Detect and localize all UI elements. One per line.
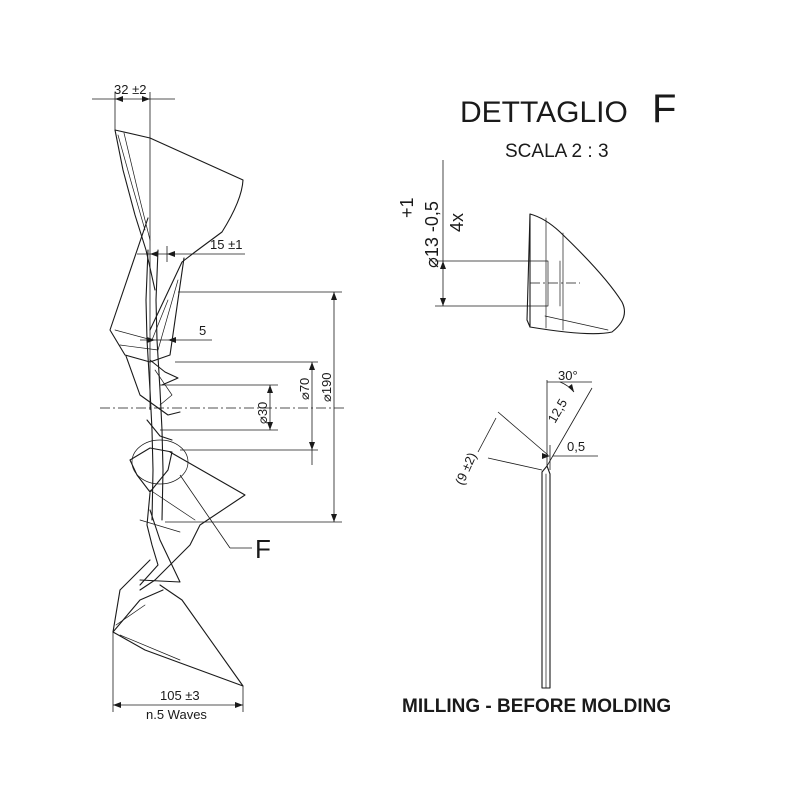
dimension-offset-5 (140, 337, 212, 343)
dim-dia-30-label: ⌀30 (255, 402, 270, 424)
dimension-hub-offset (137, 246, 245, 262)
chamfer-depth-label: 0,5 (567, 439, 585, 454)
dim-length-105-label: 105 ±3 (160, 688, 200, 703)
detail-letter: F (652, 87, 676, 131)
dimension-length-105 (112, 632, 244, 712)
detail-title: DETTAGLIO (460, 96, 628, 129)
dim-dia-190-label: ⌀190 (319, 372, 334, 402)
dimension-chamfer (477, 380, 598, 471)
dim-hub-offset-label: 15 ±1 (210, 237, 242, 252)
dimension-width-top (92, 92, 175, 410)
milling-note: MILLING - BEFORE MOLDING (402, 696, 671, 717)
dimension-dia-70 (175, 361, 318, 465)
detail-callout-letter: F (255, 534, 271, 564)
dimension-dia-30 (160, 384, 278, 431)
hole-dia-label: ⌀13 -0,5 (422, 201, 442, 268)
dim-dia-70-label: ⌀70 (297, 378, 312, 400)
angle-label: 30° (558, 368, 578, 383)
dim-offset-5-label: 5 (199, 323, 206, 338)
detail-edge-section (541, 465, 551, 689)
detail-hole-view (526, 213, 625, 335)
dim-width-top-label: 32 ±2 (114, 82, 146, 97)
wavy-blade-profile (109, 129, 246, 687)
scale-label: SCALA 2 : 3 (505, 141, 609, 162)
thickness-label: (9 ±2) (452, 450, 479, 487)
dimension-hole (435, 160, 548, 307)
chamfer-len-label: 12,5 (545, 396, 571, 425)
hole-tol-plus-label: +1 (397, 197, 417, 218)
detail-callout-leader (179, 474, 252, 549)
waves-label: n.5 Waves (146, 707, 207, 722)
hole-count-label: 4x (447, 213, 467, 232)
dimension-dia-190 (165, 291, 342, 523)
